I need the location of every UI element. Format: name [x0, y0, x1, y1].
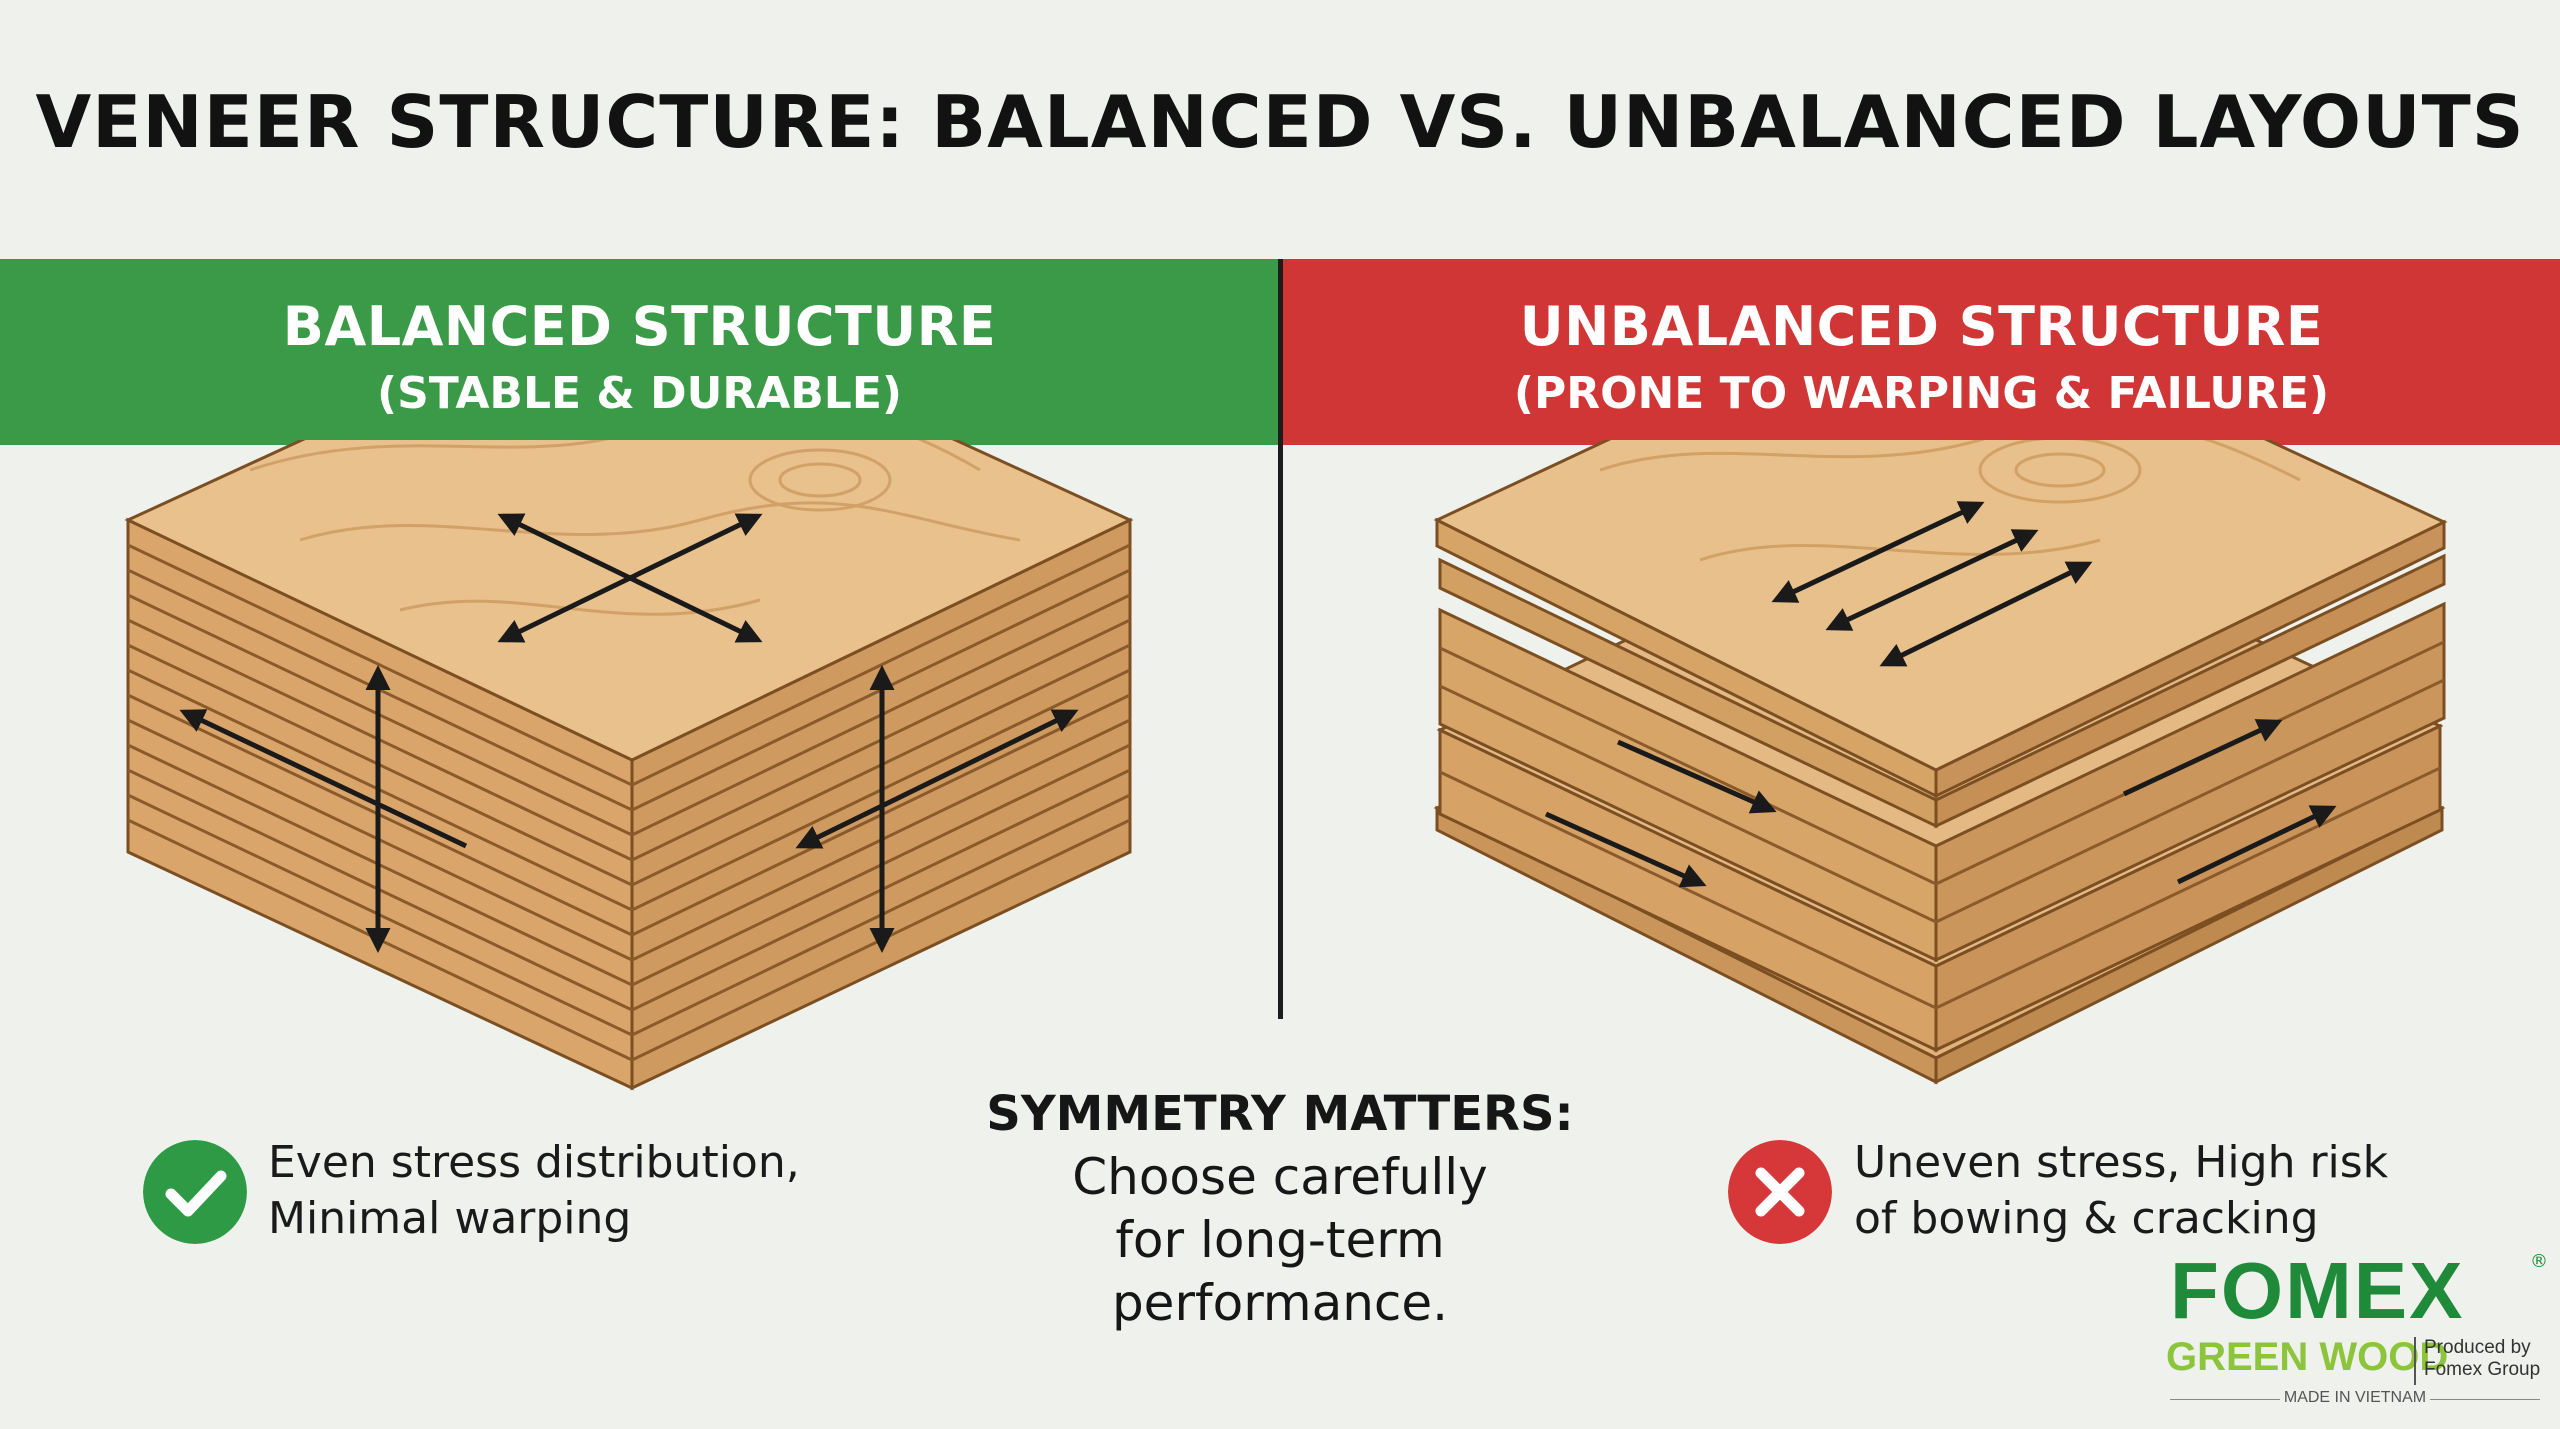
unbalanced-right-arrow-1: [2122, 719, 2283, 797]
balanced-plywood-illustration: [124, 440, 1134, 1091]
check-icon: [165, 1170, 227, 1217]
center-divider: [1278, 259, 1283, 1019]
unbalanced-note-line2: of bowing & cracking: [1854, 1193, 2319, 1244]
balanced-note-line1: Even stress distribution,: [268, 1137, 800, 1188]
logo-produced-by: Produced by Fomex Group: [2424, 1337, 2540, 1381]
page-title: VENEER STRUCTURE: BALANCED VS. UNBALANCE…: [35, 80, 2525, 164]
unbalanced-x-badge: [1728, 1140, 1832, 1244]
logo-brand: FOMEX: [2170, 1246, 2465, 1335]
unbalanced-upper-block: [1438, 601, 2446, 963]
unbalanced-heading: UNBALANCED STRUCTURE: [1519, 295, 2324, 358]
x-icon: [1755, 1167, 1805, 1217]
balanced-note-line2: Minimal warping: [268, 1193, 632, 1244]
balanced-banner: BALANCED STRUCTURE (STABLE & DURABLE): [0, 259, 1279, 445]
unbalanced-note-line1: Uneven stress, High risk: [1854, 1137, 2389, 1188]
unbalanced-thin-layer: [1438, 553, 2446, 829]
symmetry-heading: SYMMETRY MATTERS:: [986, 1086, 1574, 1142]
logo-rule-left: [2170, 1399, 2280, 1400]
unbalanced-banner: UNBALANCED STRUCTURE (PRONE TO WARPING &…: [1283, 259, 2560, 445]
fomex-logo: FOMEX ® GREEN WOOD Produced by Fomex Gro…: [2160, 1245, 2550, 1425]
balanced-right-horizontal-arrow: [795, 709, 1079, 849]
balanced-subheading: (STABLE & DURABLE): [376, 368, 902, 419]
logo-made-in: MADE IN VIETNAM: [2283, 1389, 2427, 1406]
unbalanced-top-arrow-3: [1879, 561, 2093, 667]
symmetry-line1: Choose carefully: [1072, 1148, 1488, 1206]
balanced-note: Even stress distribution, Minimal warpin…: [268, 1135, 800, 1247]
balanced-top-arrow-b: [497, 513, 763, 643]
unbalanced-right-arrow-2: [2176, 805, 2337, 885]
logo-green-wood: GREEN WOOD: [2166, 1335, 2449, 1379]
logo-produced-line2: Fomex Group: [2424, 1359, 2541, 1380]
logo-separator: [2414, 1337, 2416, 1385]
symmetry-line3: performance.: [1111, 1274, 1449, 1332]
unbalanced-left-arrow-2: [1544, 811, 1707, 888]
unbalanced-left-arrow-1: [1616, 739, 1777, 814]
unbalanced-subheading: (PRONE TO WARPING & FAILURE): [1513, 368, 2330, 419]
unbalanced-plywood-illustration: [1433, 440, 2448, 1085]
balanced-left-horizontal-arrow: [179, 709, 468, 849]
logo-registered-mark: ®: [2530, 1251, 2548, 1272]
symmetry-note: SYMMETRY MATTERS: Choose carefully for l…: [930, 1083, 1630, 1335]
logo-produced-line1: Produced by: [2424, 1337, 2531, 1358]
balanced-check-badge: [143, 1140, 247, 1244]
balanced-heading: BALANCED STRUCTURE: [282, 295, 997, 358]
symmetry-line2: for long-term: [1115, 1211, 1445, 1269]
unbalanced-note: Uneven stress, High risk of bowing & cra…: [1854, 1135, 2388, 1247]
logo-rule-right: [2430, 1399, 2540, 1400]
